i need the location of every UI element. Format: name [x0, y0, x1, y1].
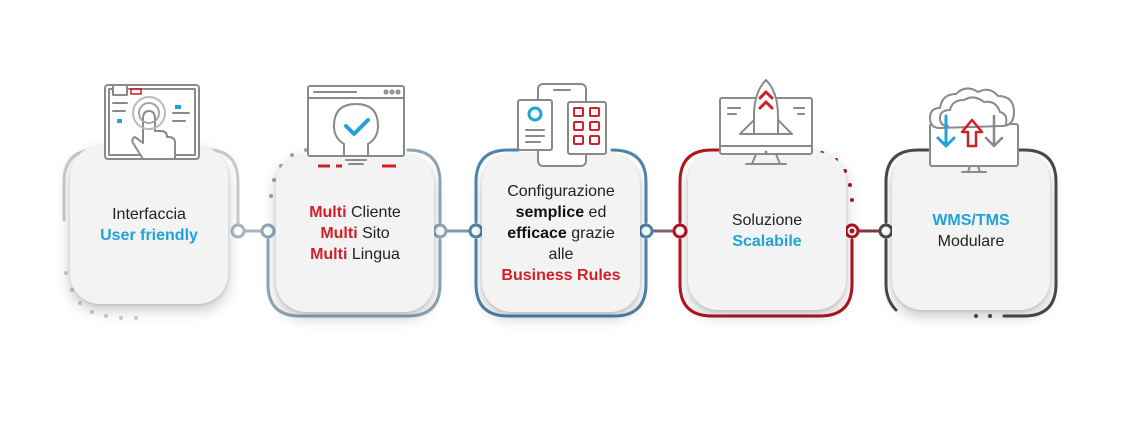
step-card-5: WMS/TMS Modulare — [892, 152, 1050, 310]
step-text-line: WMS/TMS — [932, 210, 1009, 231]
step-text: Configurazione — [507, 182, 615, 200]
step-highlight-text: efficace — [507, 224, 567, 242]
step-text-line: Soluzione — [732, 210, 802, 231]
step-text-line: Multi Lingua — [310, 244, 400, 265]
cloud-monitor-sync-icon — [929, 87, 1019, 173]
step-text: Sito — [357, 224, 390, 242]
touch-interface-icon — [104, 84, 200, 160]
step-text: Interfaccia — [112, 206, 186, 223]
step-text: grazie — [566, 224, 615, 242]
step-text-line: Configurazione — [507, 181, 615, 202]
step-highlight-text: Multi — [310, 245, 348, 263]
step-highlight-text: User friendly — [100, 227, 198, 244]
step-text-line: alle — [549, 244, 574, 265]
step-text: Modulare — [937, 233, 1005, 250]
monitor-rocket-icon — [719, 79, 813, 165]
step-text-line: efficace grazie — [507, 223, 615, 244]
step-text-line: Scalabile — [732, 231, 801, 252]
browser-lightbulb-check-icon — [307, 85, 405, 168]
step-text-line: Business Rules — [501, 265, 620, 286]
step-text-line: Multi Cliente — [309, 202, 401, 223]
mobile-app-configuration-icon — [517, 83, 607, 167]
step-text: Soluzione — [731, 212, 803, 229]
step-highlight-text: WMS/TMS — [932, 212, 1010, 229]
step-text: Cliente — [346, 203, 401, 221]
step-text: Lingua — [347, 245, 400, 263]
step-text-line: Modulare — [938, 231, 1005, 252]
step-highlight-text: Business Rules — [501, 266, 621, 284]
step-text: alle — [548, 245, 574, 263]
step-highlight-text: semplice — [515, 203, 585, 221]
step-highlight-text: Scalabile — [732, 233, 802, 250]
step-highlight-text: Multi — [320, 224, 358, 242]
step-text-line: Multi Sito — [320, 223, 389, 244]
step-text-line: semplice ed — [516, 202, 607, 223]
step-text-line: User friendly — [100, 225, 198, 246]
step-text: ed — [584, 203, 607, 221]
step-highlight-text: Multi — [309, 203, 347, 221]
step-text-line: Interfaccia — [112, 204, 186, 225]
